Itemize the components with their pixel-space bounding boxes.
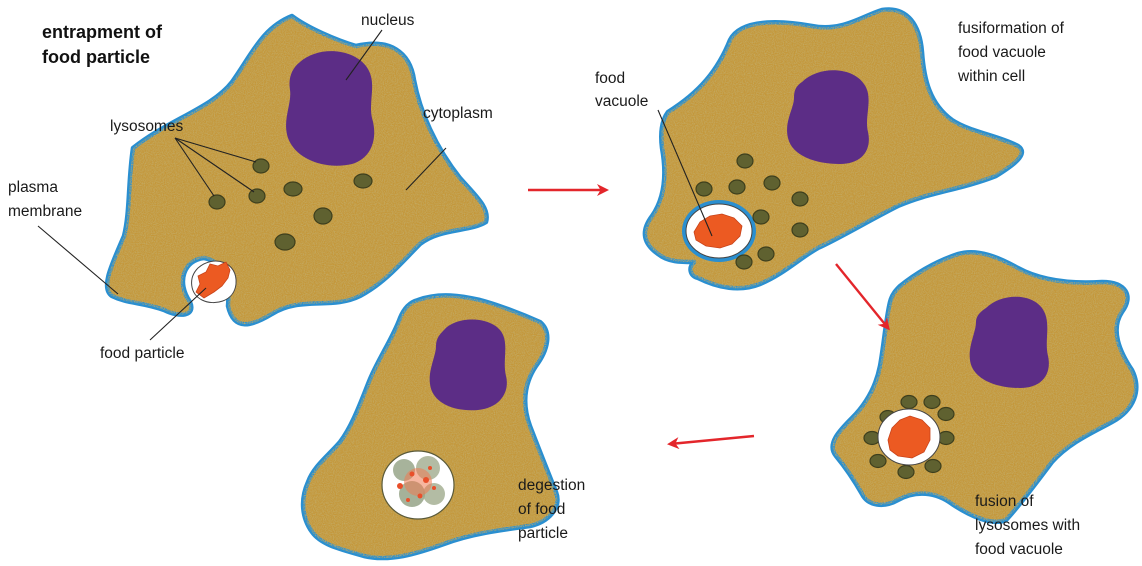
arrow-step3-to-step4 (670, 436, 754, 444)
title-line-1: entrapment of (42, 22, 163, 42)
lysosome (924, 396, 940, 409)
arrow-step2-to-step3 (836, 264, 888, 328)
lysosome (737, 154, 753, 168)
lysosome (792, 223, 808, 237)
step3-caption-line-3: food vacuole (975, 541, 1063, 558)
step4-caption-line-2: of food (518, 501, 565, 518)
step3-caption-line-1: fusion of (975, 493, 1034, 510)
lysosome (253, 159, 269, 173)
step2-caption-line-2: food vacuole (958, 44, 1046, 61)
step2-caption-line-3: within cell (957, 68, 1025, 85)
label-nucleus: nucleus (361, 12, 415, 29)
lysosome (901, 396, 917, 409)
step3-caption-line-2: lysosomes with (975, 517, 1080, 534)
label-food-vacuole-2: vacuole (595, 93, 648, 110)
lysosome (249, 189, 265, 203)
lysosome (696, 182, 712, 196)
title-line-2: food particle (42, 47, 150, 67)
step2-caption-line-1: fusiformation of (958, 20, 1065, 37)
cell-digestion (303, 295, 557, 558)
lysosome (898, 466, 914, 479)
label-food-particle: food particle (100, 345, 184, 362)
nucleus-1 (286, 51, 374, 166)
label-food-vacuole-1: food (595, 70, 625, 87)
cell-fusion (833, 252, 1137, 522)
step4-caption-line-1: degestion (518, 477, 585, 494)
lysosome (275, 234, 295, 250)
nucleus-4 (430, 320, 507, 411)
label-plasma-membrane-1: plasma (8, 179, 58, 196)
lysosome (736, 255, 752, 269)
lysosome (870, 455, 886, 468)
nucleus-2 (787, 70, 869, 164)
lysosome (758, 247, 774, 261)
label-lysosomes: lysosomes (110, 118, 183, 135)
lysosome (792, 192, 808, 206)
lysosome (925, 460, 941, 473)
lysosome (314, 208, 332, 224)
lysosome (764, 176, 780, 190)
label-plasma-membrane-2: membrane (8, 203, 82, 220)
lysosome (938, 408, 954, 421)
lysosome (284, 182, 302, 196)
label-cytoplasm: cytoplasm (423, 105, 493, 122)
step4-caption-line-3: particle (518, 525, 568, 542)
lysosome (354, 174, 372, 188)
lysosome (753, 210, 769, 224)
lysosome (209, 195, 225, 209)
lysosome (729, 180, 745, 194)
